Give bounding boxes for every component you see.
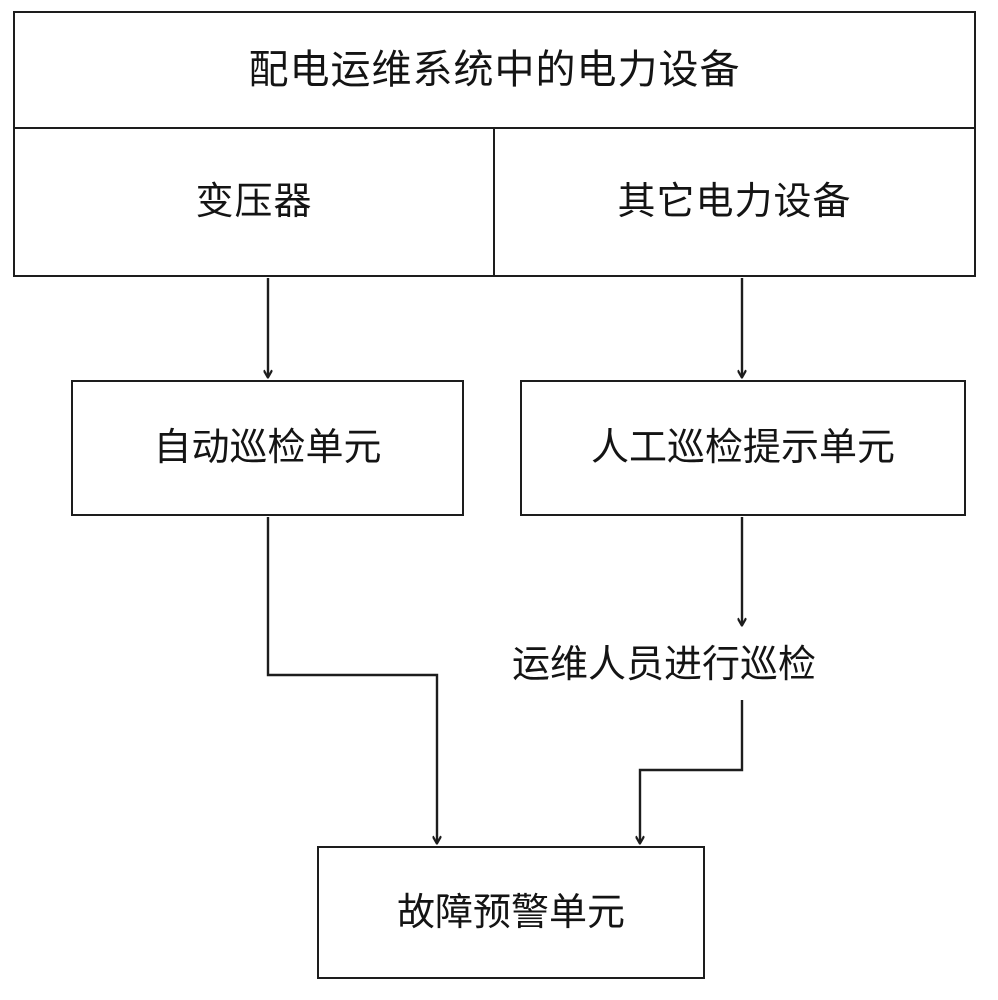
node-staff-performs-inspection-label: 运维人员进行巡检 [512, 641, 817, 686]
group-cell-other-equipment: 其它电力设备 [495, 129, 974, 275]
group-cell-transformer-label: 变压器 [195, 179, 313, 224]
node-auto-inspect-unit: 自动巡检单元 [71, 380, 464, 516]
node-fault-warning-unit: 故障预警单元 [317, 846, 705, 979]
group-sub-row: 变压器 其它电力设备 [15, 129, 974, 275]
node-fault-warning-unit-label: 故障预警单元 [396, 889, 625, 934]
edge-staff-inspect-to-fault-alarm [640, 700, 744, 843]
node-manual-inspect-prompt-unit-label: 人工巡检提示单元 [590, 425, 895, 470]
edge-auto-inspect-to-fault-alarm [266, 517, 437, 843]
group-title-label: 配电运维系统中的电力设备 [248, 47, 741, 93]
equipment-group-table: 配电运维系统中的电力设备 变压器 其它电力设备 [13, 11, 976, 277]
node-staff-performs-inspection: 运维人员进行巡检 [512, 632, 972, 688]
node-auto-inspect-unit-label: 自动巡检单元 [153, 425, 382, 470]
group-cell-other-equipment-label: 其它电力设备 [617, 179, 852, 224]
group-cell-transformer: 变压器 [15, 129, 495, 275]
node-manual-inspect-prompt-unit: 人工巡检提示单元 [520, 380, 966, 516]
group-title-cell: 配电运维系统中的电力设备 [15, 13, 974, 129]
